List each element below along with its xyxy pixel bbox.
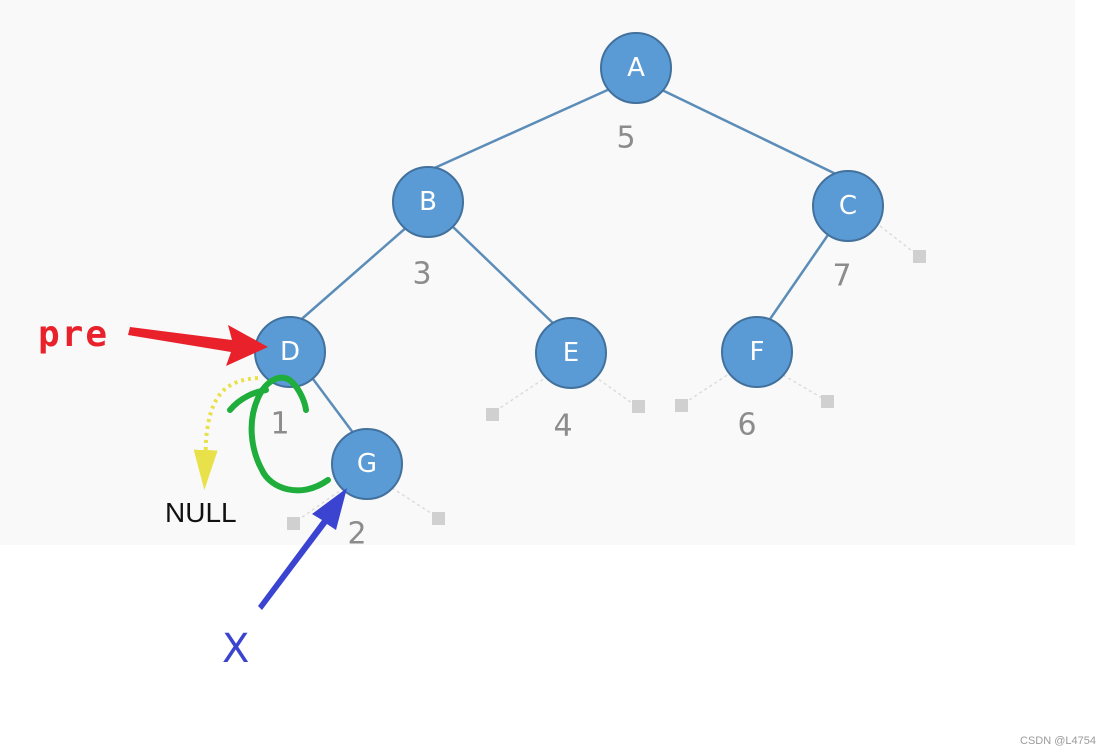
node-label-g: G xyxy=(357,449,377,479)
thread-curve-g-to-d xyxy=(248,374,331,494)
null-children xyxy=(287,225,926,530)
pre-arrow xyxy=(128,325,268,366)
null-edge-f-left xyxy=(685,371,733,403)
edge-c-f xyxy=(766,231,832,323)
order-label-a: 5 xyxy=(616,121,635,156)
node-label-e: E xyxy=(563,338,579,368)
edge-d-g xyxy=(308,374,356,435)
node-label-c: C xyxy=(839,191,857,221)
node-e: E 4 xyxy=(535,317,607,444)
order-label-c: 7 xyxy=(832,259,851,294)
null-edge-e-left xyxy=(496,375,549,411)
null-label: NULL xyxy=(165,497,237,528)
node-f: F 6 xyxy=(721,316,793,443)
node-label-b: B xyxy=(419,187,437,217)
pre-pointer: pre xyxy=(38,314,268,366)
null-square-e-right xyxy=(632,400,645,413)
null-edge-f-right xyxy=(777,371,823,399)
x-arrow xyxy=(258,488,347,610)
node-c: C 7 xyxy=(812,170,884,294)
tree-edges xyxy=(295,86,841,435)
order-label-g: 2 xyxy=(347,517,366,552)
node-label-a: A xyxy=(627,53,645,83)
null-square-g-left xyxy=(287,517,300,530)
node-d: D 1 xyxy=(254,316,326,442)
watermark: CSDN @L4754 xyxy=(1020,735,1096,747)
edge-a-c xyxy=(661,88,841,178)
pre-label: pre xyxy=(38,314,109,355)
order-label-b: 3 xyxy=(412,257,431,292)
order-label-e: 4 xyxy=(553,409,572,444)
null-square-f-left xyxy=(675,399,688,412)
order-label-f: 6 xyxy=(737,408,756,443)
thread-curve-hook xyxy=(227,387,269,413)
null-edge-g-right xyxy=(391,487,435,516)
x-pointer: X xyxy=(222,488,347,672)
null-square-e-left xyxy=(486,408,499,421)
null-edge-e-right xyxy=(593,375,633,404)
edge-a-b xyxy=(429,86,613,172)
null-square-f-right xyxy=(821,395,834,408)
x-label: X xyxy=(222,626,249,672)
node-label-f: F xyxy=(750,337,765,367)
null-edge-c-right xyxy=(879,225,917,255)
diagram-panel xyxy=(0,0,1075,545)
order-label-d: 1 xyxy=(270,407,289,442)
null-thread-arrow xyxy=(193,376,259,490)
node-g: G 2 xyxy=(331,428,403,552)
edge-b-e xyxy=(451,225,557,327)
node-b: B 3 xyxy=(392,166,464,292)
node-label-d: D xyxy=(280,337,300,367)
null-square-g-right xyxy=(432,512,445,525)
null-square-c-right xyxy=(913,250,926,263)
edge-b-d xyxy=(295,225,409,325)
node-a: A 5 xyxy=(600,32,672,156)
